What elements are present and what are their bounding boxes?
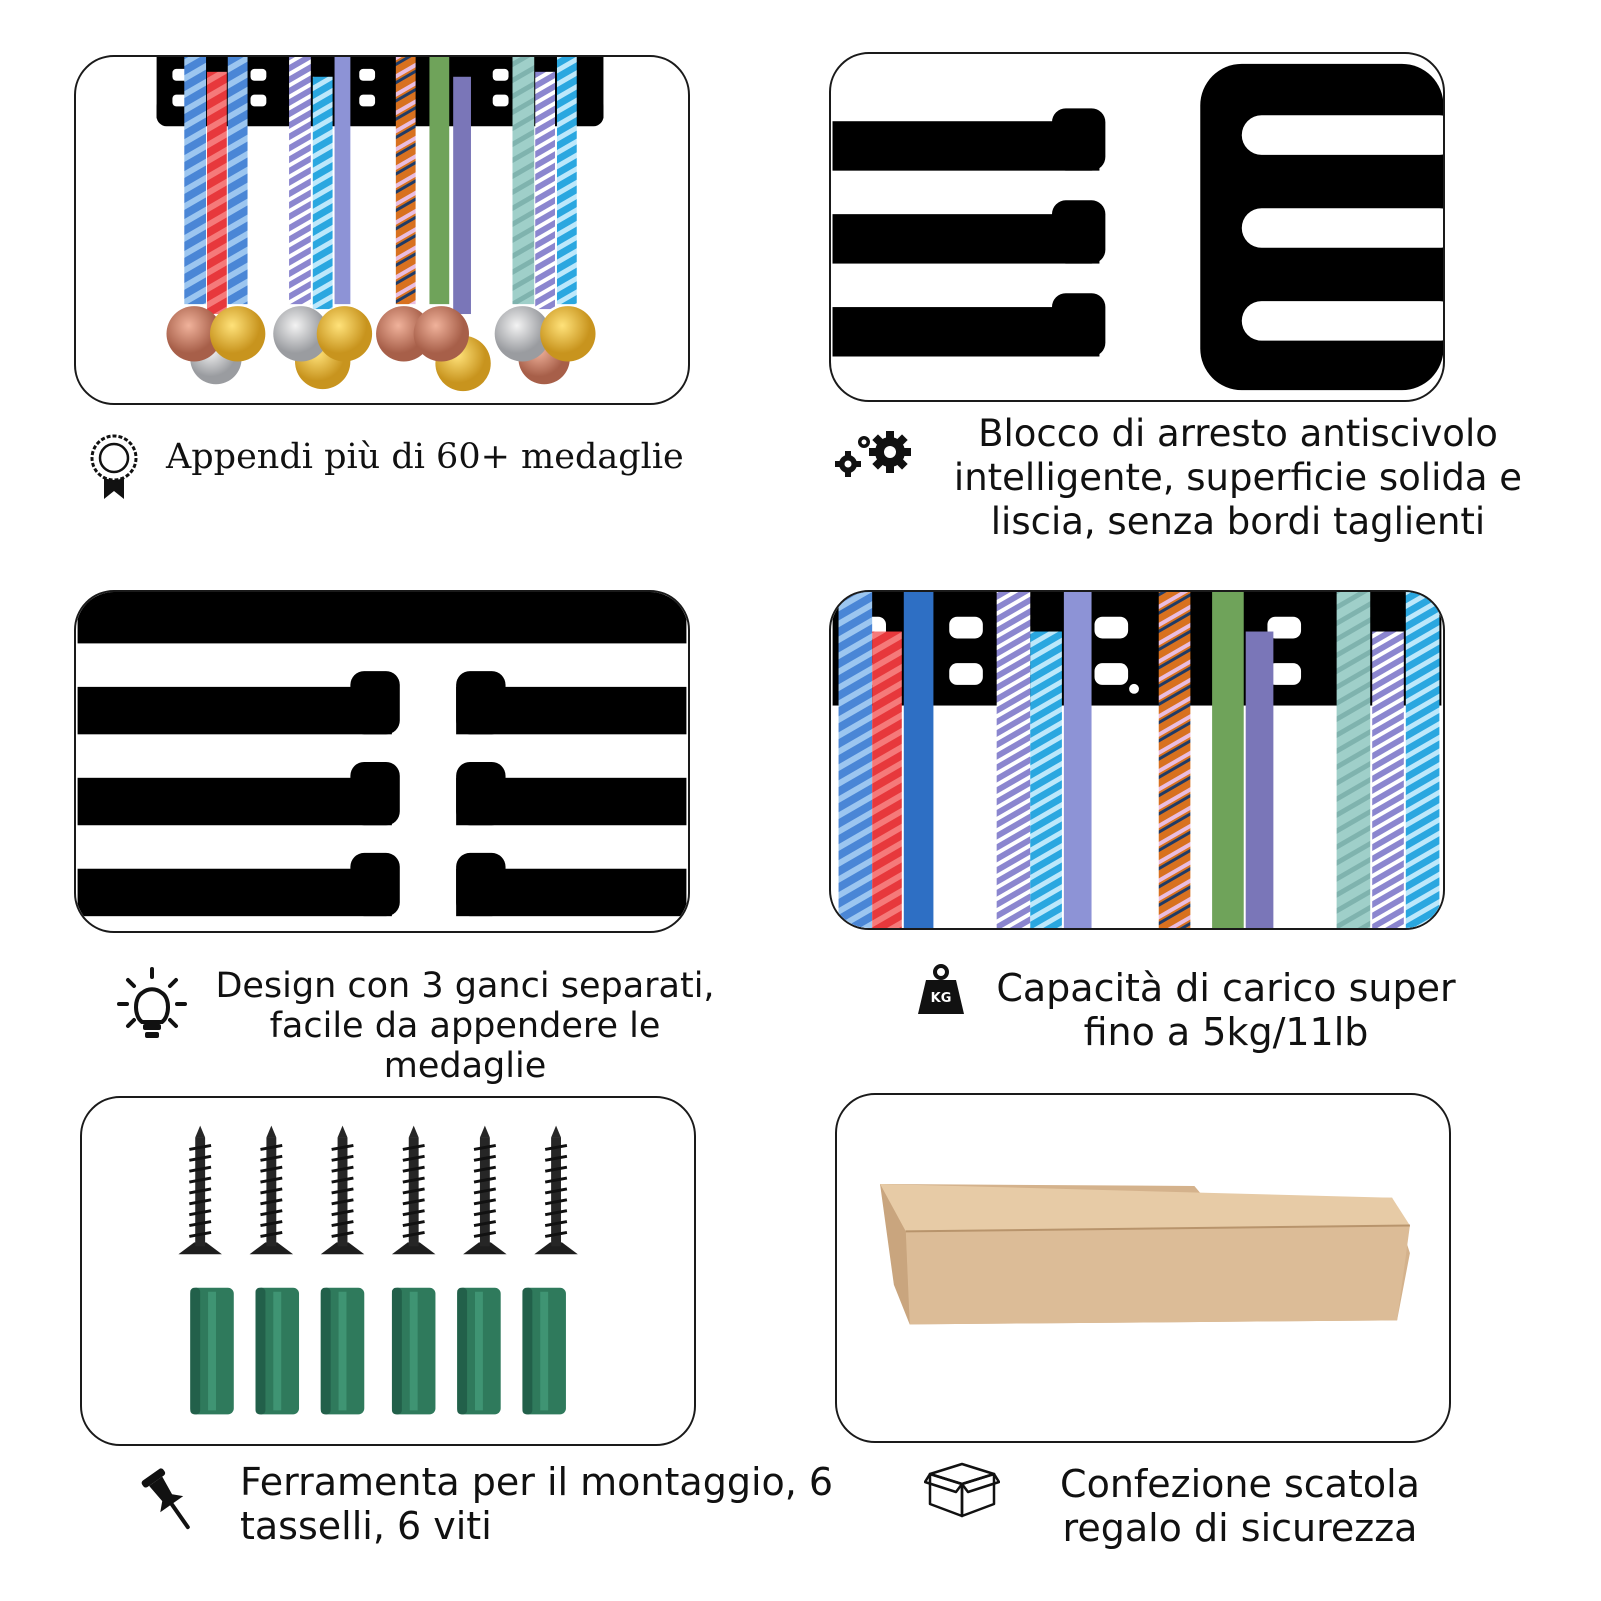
wall-anchor (190, 1287, 234, 1415)
medal-rack-photo-panel (74, 55, 690, 405)
caption-hardware: Ferramenta per il montaggio, 6 tasselli,… (240, 1460, 860, 1548)
caption-gift-box: Confezione scatola regalo di sicurezza (1010, 1462, 1470, 1550)
caption-line: Design con 3 ganci separati, (215, 966, 715, 1006)
caption-line: Ferramenta per il montaggio, 6 (240, 1460, 834, 1504)
caption-load-capacity: Capacità di carico super fino a 5kg/11lb (966, 966, 1486, 1054)
caption-separate-hooks: Design con 3 ganci separati, facile da a… (200, 966, 730, 1086)
screw (320, 1125, 365, 1255)
weight-kg-icon: KG (918, 964, 964, 1014)
caption-anti-slip: Blocco di arresto antiscivolo intelligen… (918, 412, 1558, 544)
screw (463, 1125, 507, 1255)
wall-anchor (391, 1287, 436, 1415)
caption-line: Confezione scatola (1060, 1462, 1420, 1506)
caption-text: Appendi più di 60+ medaglie (166, 437, 684, 477)
gears-icon (835, 431, 911, 477)
caption-line: intelligente, superficie solida e (953, 456, 1523, 499)
box-icon (924, 1462, 1000, 1518)
award-ribbon-icon (90, 434, 138, 499)
wall-anchor (522, 1287, 566, 1415)
separate-hooks-closeup (77, 592, 687, 917)
caption-line: medaglie (383, 1046, 547, 1086)
anti-slip-closeup-panel (829, 52, 1445, 402)
ribbons-closeup (832, 592, 1442, 928)
wall-anchor (457, 1287, 501, 1415)
hardware-panel (80, 1096, 696, 1446)
caption-line: liscia, senza bordi taglienti (990, 500, 1486, 543)
screws-and-anchors (178, 1125, 578, 1415)
cardboard-box (880, 1183, 1410, 1325)
screw (178, 1125, 222, 1255)
gift-box-panel (835, 1093, 1451, 1443)
medal-rack-photo (156, 57, 604, 392)
screw (391, 1125, 436, 1255)
load-capacity-panel (829, 590, 1445, 930)
kg-label: KG (930, 991, 952, 1006)
caption-line: Blocco di arresto antiscivolo (978, 412, 1498, 455)
caption-line: facile da appendere le (269, 1006, 661, 1046)
screw (534, 1125, 578, 1255)
caption-medal-capacity: Appendi più di 60+ medaglie (166, 436, 726, 478)
wall-anchor (320, 1287, 365, 1415)
pushpin-icon (141, 1468, 190, 1530)
caption-line: fino a 5kg/11lb (1083, 1010, 1369, 1054)
caption-line: Capacità di carico super (996, 966, 1456, 1010)
caption-line: tasselli, 6 viti (240, 1504, 492, 1548)
anti-slip-closeup (832, 63, 1443, 391)
separate-hooks-panel (74, 590, 690, 933)
wall-anchor (255, 1287, 300, 1415)
lightbulb-icon (117, 967, 187, 1038)
screw (249, 1125, 294, 1255)
caption-line: regalo di sicurezza (1062, 1506, 1418, 1550)
